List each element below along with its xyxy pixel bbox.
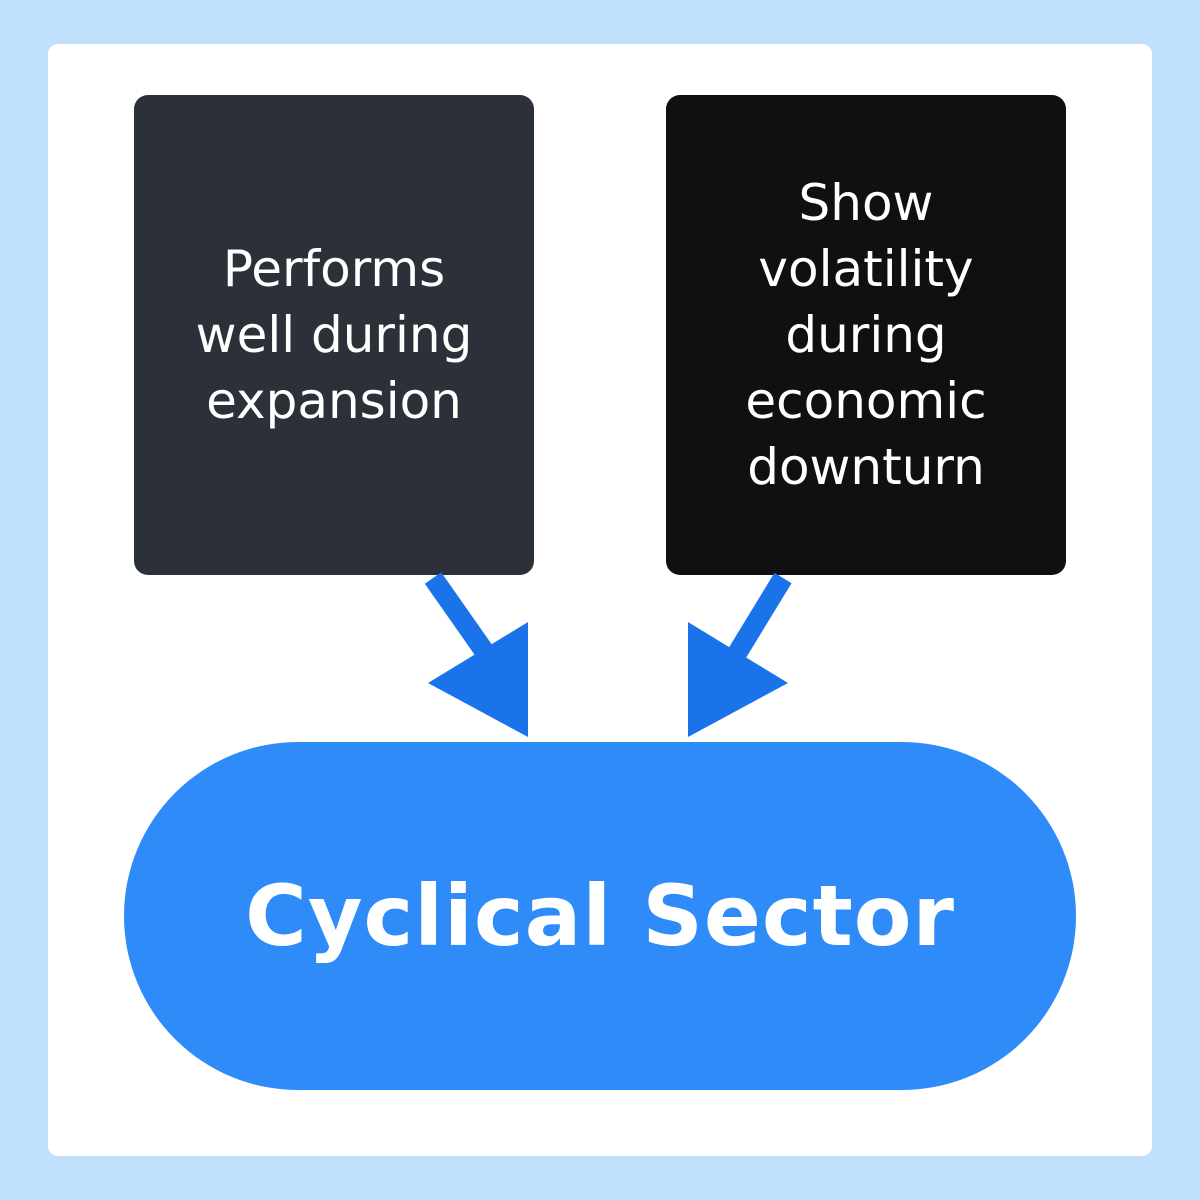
right-box-downturn: Show volatility during economic downturn (666, 95, 1066, 575)
left-box-expansion: Performs well during expansion (134, 95, 534, 575)
right-box-text: Show volatility during economic downturn (745, 174, 987, 496)
cyclical-sector-label: Cyclical Sector (245, 867, 955, 965)
left-box-text: Performs well during expansion (195, 240, 473, 430)
cyclical-sector-node: Cyclical Sector (124, 742, 1076, 1090)
